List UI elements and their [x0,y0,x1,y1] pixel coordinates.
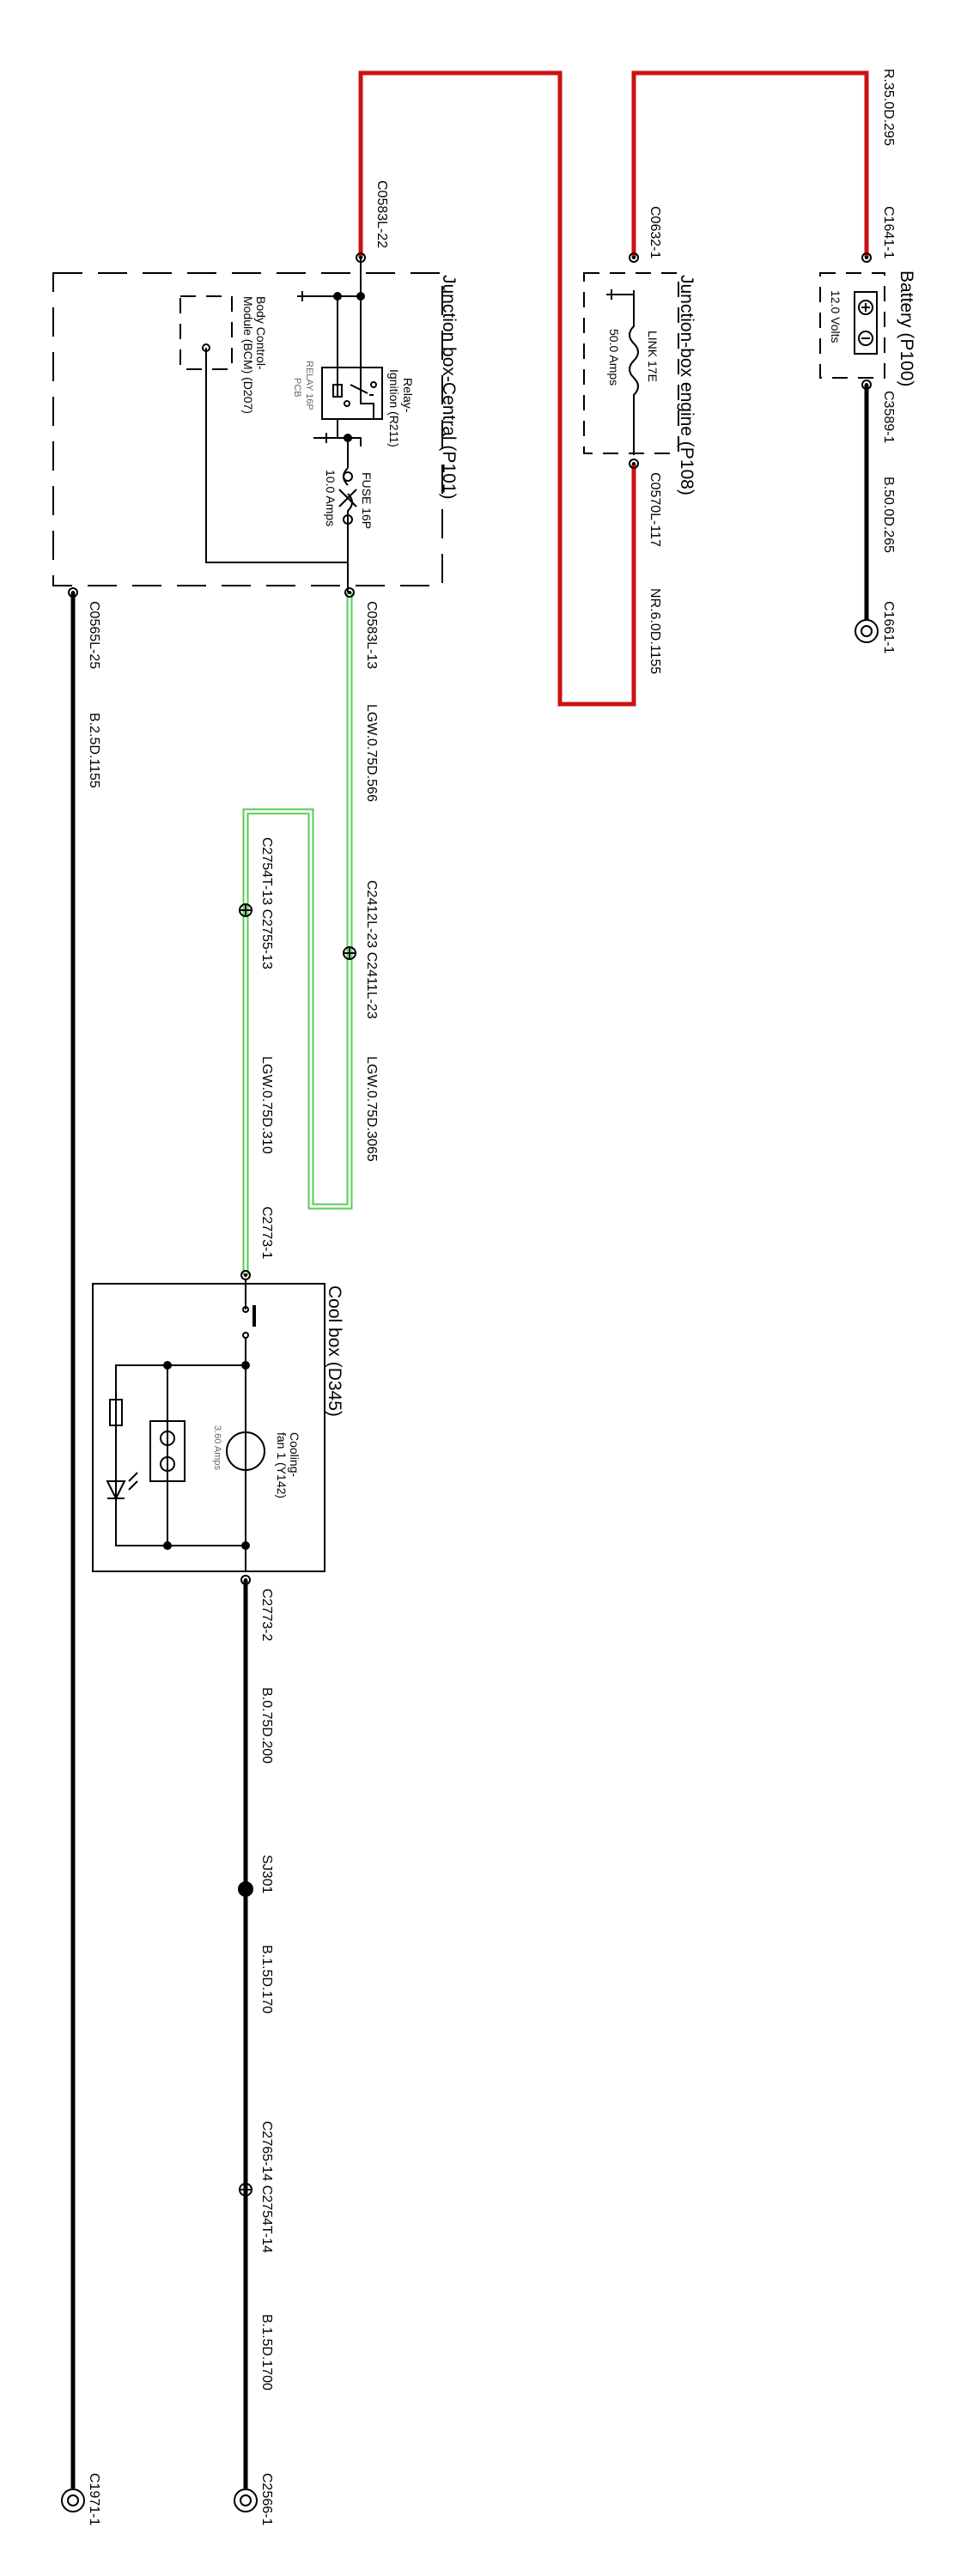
connector-pin-c2773-2[interactable] [240,1575,251,1585]
wire-label-b25: B.2.5D.1155 [87,713,101,788]
splice-sj301[interactable] [238,1881,253,1897]
connector-pin-c2412[interactable] [343,946,356,960]
connector-pin-c1641[interactable] [861,252,872,263]
label-c1971: C1971-1 [87,2473,101,2525]
label-c3589: C3589-1 [881,391,896,443]
ground-c1661[interactable] [855,619,879,643]
label-c0632: C0632-1 [648,206,662,258]
label-c0583-22: C0583L-22 [374,180,389,248]
fan-name-2: fan 1 (Y142) [275,1432,289,1498]
wire-label-b15-170: B.1.5D.170 [259,1945,274,2014]
ground-c1971[interactable] [61,2488,85,2512]
wire-label-b15-1700: B.1.5D.1700 [259,2314,274,2391]
wire-label-nr6: NR.6.0D.1155 [648,588,662,674]
wire-lgw-signal[interactable] [242,592,353,1275]
wire-label-lgw-3065: LGW.0.75D.3065 [364,1056,379,1162]
connector-pin-c3589[interactable] [861,380,872,390]
connector-pin-c0570[interactable] [629,459,639,469]
connector-pin-c0565[interactable] [68,587,78,598]
label-c2773-2: C2773-2 [259,1589,274,1641]
label-sj301: SJ301 [259,1855,274,1893]
relay-name-2: Ignition (R211) [387,369,401,447]
label-c2773-1: C2773-1 [259,1206,274,1259]
wire-label-b50: B.50.0D.265 [881,477,896,553]
connector-pin-c0583-22[interactable] [356,252,366,263]
central-box-fuse-rating: 10.0 Amps [324,470,338,526]
label-c2754: C2754T-13 C2755-13 [259,837,274,969]
relay-name: Relay- [401,378,415,413]
ground-c2566[interactable] [234,2488,258,2512]
junction-box-engine [583,272,679,455]
battery [819,272,885,379]
engine-box-link: LINK 17E [646,331,660,382]
connector-pin-c0632[interactable] [629,252,639,263]
fan-name: Cooling- [288,1432,301,1477]
fan-rating: 3.60 Amps [212,1425,222,1470]
label-c2566: C2566-1 [259,2473,274,2525]
relay-pcb: RELAY 16P [304,361,314,410]
label-c2412: C2412L-23 C2411L-23 [364,880,379,1019]
battery-voltage: 12.0 Volts [829,290,842,343]
cool-box-title: Cool box (D345) [325,1285,344,1417]
central-box-title: Junction box-Central (P101) [439,275,459,499]
battery-title: Battery (P100) [897,270,916,386]
label-c0583-13: C0583L-13 [364,601,379,669]
junction-box-central [52,258,443,592]
wire-label-lgw-310: LGW.0.75D.310 [259,1056,274,1154]
wire-r35-battery-to-engine-box[interactable] [631,70,869,258]
label-c1641: C1641-1 [881,206,896,258]
connector-pin-c2765[interactable] [239,2183,252,2196]
bcm-name: Body Control- [254,296,268,370]
bcm-name-2: Module (BCM) (D207) [241,296,255,414]
central-box-fuse: FUSE 16P [360,472,374,529]
engine-box-rating: 50.0 Amps [607,329,621,386]
engine-box-title: Junction-box engine (P108) [677,275,696,495]
wire-label-b075: B.0.75D.200 [259,1687,274,1764]
connector-pin-c2754[interactable] [239,903,252,917]
wire-label-r35: R.35.0D.295 [881,69,896,146]
cool-box [92,1279,325,1572]
relay-pcb-2: PCB [292,378,302,398]
connector-pin-c2773-1[interactable] [240,1270,251,1280]
label-c2765: C2765-14 C2754T-14 [259,2121,274,2253]
label-c1661: C1661-1 [881,601,896,653]
wire-red-to-central-box[interactable] [358,70,636,707]
label-c0565: C0565L-25 [87,601,101,669]
connector-pin-c0583-13[interactable] [344,587,355,598]
wire-label-lgw-566: LGW.0.75D.566 [364,704,379,802]
label-c0570: C0570L-117 [648,472,662,547]
